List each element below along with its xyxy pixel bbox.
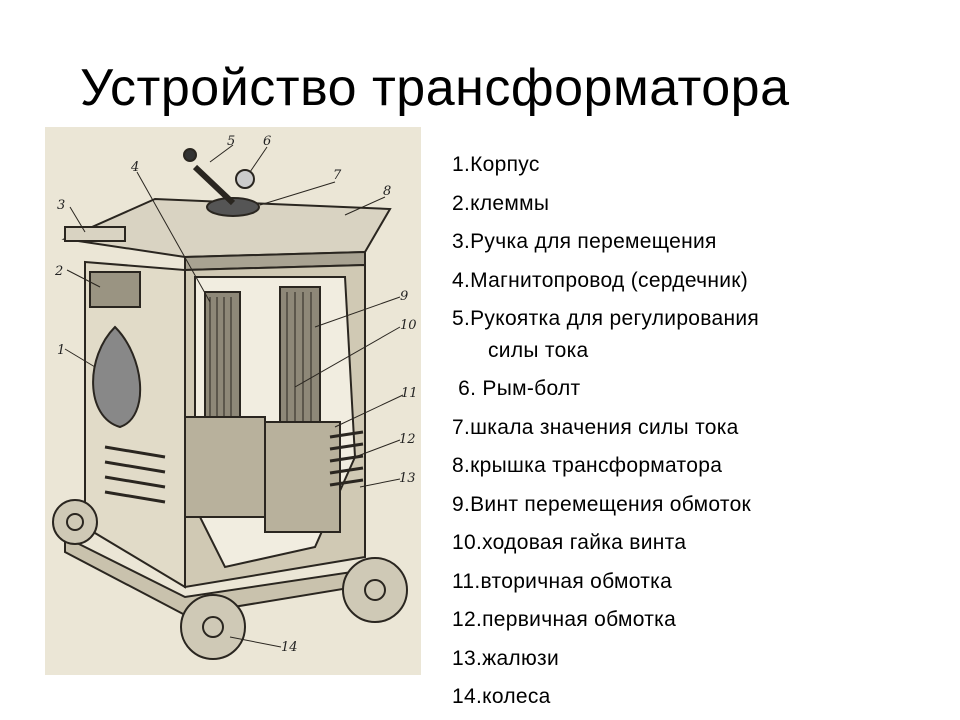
callout-4: 4 [130, 160, 139, 175]
list-item: 14.колеса [452, 684, 759, 720]
list-item-text: 6. Рым-болт [452, 377, 581, 400]
transformer-drawing: 1 2 3 4 5 6 7 8 9 10 11 12 13 14 [52, 134, 418, 660]
list-item: 2.клеммы [452, 191, 759, 230]
list-item-text: 11.вторичная обмотка [452, 569, 673, 593]
callout-14: 14 [281, 640, 298, 655]
list-item: 8.крышка трансформатора [452, 453, 759, 492]
list-item: 10.ходовая гайка винта [452, 530, 759, 569]
list-item: 13.жалюзи [452, 646, 759, 685]
list-item: 7.шкала значения силы тока [452, 415, 759, 454]
callout-9: 9 [400, 289, 408, 304]
callout-6: 6 [263, 134, 271, 149]
list-item-continuation: силы тока [488, 339, 589, 362]
list-item-text: 2.клеммы [452, 191, 550, 215]
list-item-text: 9.Винт перемещения обмоток [452, 492, 752, 516]
list-item-text: 14.колеса [452, 685, 551, 708]
callout-labels: 1 2 3 4 5 6 7 8 9 10 11 12 13 14 [54, 134, 418, 655]
wheels [52, 499, 408, 660]
parts-list: 1.Корпус 2.клеммы 3.Ручка для перемещени… [452, 152, 759, 720]
list-item: 5.Рукоятка для регулирования силы тока [452, 306, 759, 376]
list-item: 9.Винт перемещения обмоток [452, 492, 759, 531]
list-item: 1.Корпус [452, 152, 759, 191]
lid [61, 197, 392, 259]
list-item-text: 13.жалюзи [452, 646, 559, 670]
list-item-text: 1.Корпус [452, 153, 540, 176]
callout-8: 8 [383, 184, 391, 199]
callout-10: 10 [400, 318, 417, 333]
callout-2: 2 [54, 264, 63, 279]
transformer-diagram: 1 2 3 4 5 6 7 8 9 10 11 12 13 14 [45, 127, 421, 675]
callout-11: 11 [401, 386, 418, 401]
list-item: 12.первичная обмотка [452, 607, 759, 646]
list-item-text: 10.ходовая гайка винта [452, 531, 687, 554]
callout-7: 7 [333, 168, 342, 183]
list-item-text: 8.крышка трансформатора [452, 454, 723, 477]
body-side [84, 260, 186, 589]
list-item-text: 4.Магнитопровод (сердечник) [452, 268, 749, 292]
list-item: 4.Магнитопровод (сердечник) [452, 268, 759, 307]
list-item: 6. Рым-болт [452, 376, 759, 415]
list-item: 3.Ручка для перемещения [452, 229, 759, 268]
callout-1: 1 [57, 343, 65, 358]
callout-13: 13 [399, 471, 416, 486]
callout-3: 3 [57, 198, 65, 213]
list-item-text: 3.Ручка для перемещения [452, 230, 717, 253]
callout-12: 12 [399, 432, 416, 447]
list-item: 11.вторичная обмотка [452, 569, 759, 608]
slide-title: Устройство трансформатора [80, 59, 790, 117]
callout-5: 5 [227, 134, 235, 149]
list-item-text: 12.первичная обмотка [452, 608, 677, 631]
list-item-text: 5.Рукоятка для регулирования [452, 307, 760, 330]
list-item-text: 7.шкала значения силы тока [452, 415, 739, 439]
